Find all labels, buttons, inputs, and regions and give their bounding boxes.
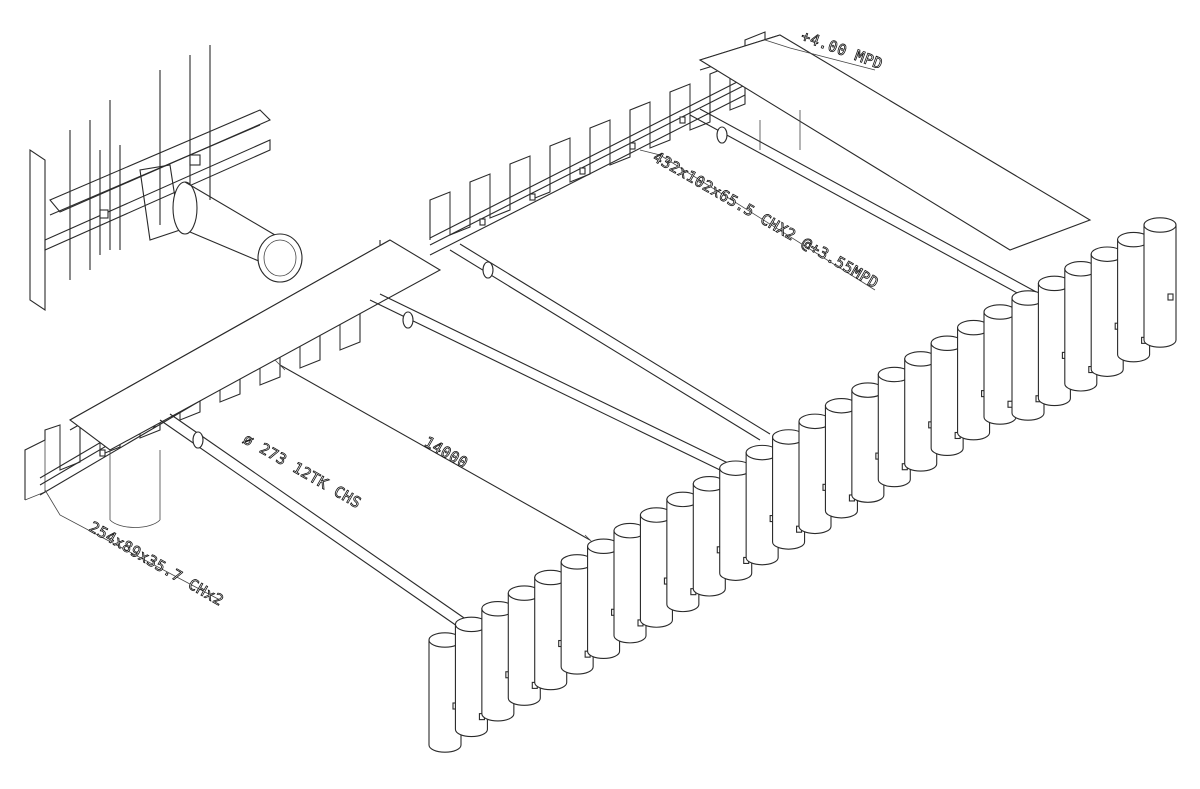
bored-pile [428,632,462,753]
bored-pile [507,585,541,706]
capping-beam-left [68,239,442,528]
span-dimension-label: 14000 [421,433,471,472]
bored-pile [534,569,568,691]
waler-lower-label: 254x89x35.7 CHx2 [86,518,227,610]
annotation-leaders [44,39,876,601]
bored-pile [481,601,515,722]
bored-pile [851,382,885,503]
capping-beam-right [698,34,1092,251]
bored-pile [745,444,779,566]
bored-pile [587,538,621,660]
strut-label: ø 273 12TK CHS [240,430,365,512]
connection-detail-view [29,45,303,312]
bored-piles-front-row [428,304,1017,753]
bored-pile [798,413,832,535]
bored-pile [772,429,806,550]
bored-pile [1143,217,1177,348]
strut-4 [689,108,1041,301]
strut-1 [159,413,481,636]
waler-upper-label: 432x102x65.5 CHX2 @+3.55MPD [650,148,882,292]
strut-2 [369,293,731,471]
strut-3 [449,243,771,441]
bored-pile [613,522,647,644]
bored-pile [1117,231,1151,363]
bored-pile [983,304,1017,425]
sheet-pile-wall-right [429,31,766,240]
bored-pile [560,554,594,675]
bored-piles-right-row [1011,217,1177,421]
bored-pile [1011,290,1045,421]
bored-pile [824,397,858,519]
bored-pile [1064,261,1098,392]
bored-pile [666,491,700,613]
bored-pile [957,319,991,441]
bored-pile [930,335,964,456]
